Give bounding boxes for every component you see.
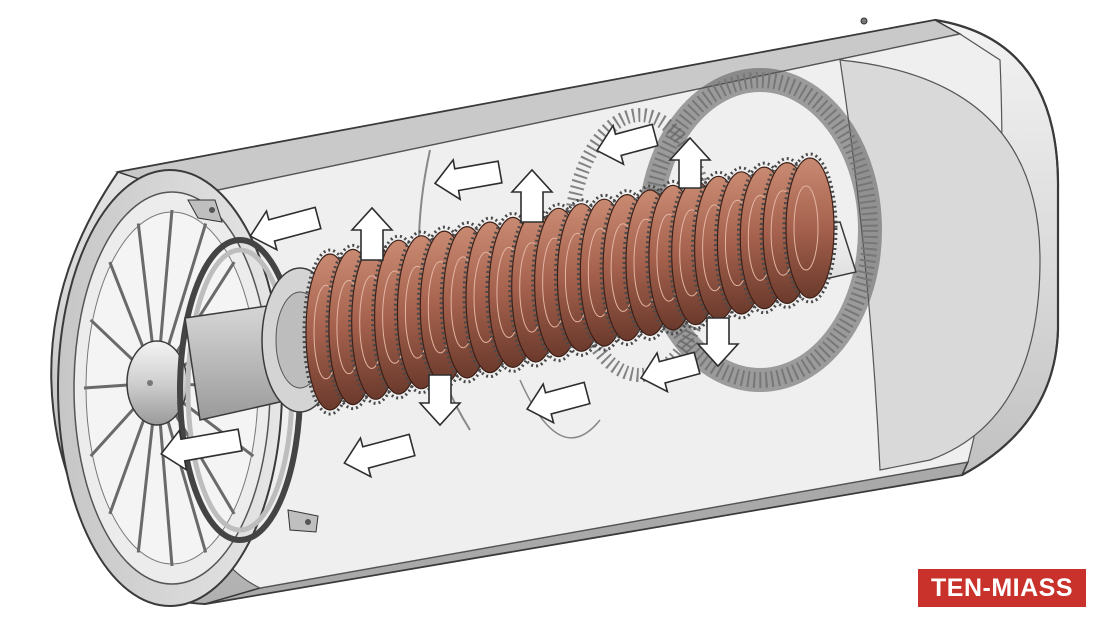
end-fan [57, 169, 319, 607]
airflow-arrow [639, 351, 701, 394]
coil-disc [782, 152, 838, 304]
airflow-arrow [510, 168, 554, 223]
airflow-arrows [160, 123, 740, 479]
airflow-arrow [160, 428, 243, 472]
airflow-arrow [343, 433, 416, 479]
brand-badge: TEN-MIASS [918, 569, 1086, 607]
airflow-arrow [350, 206, 394, 261]
airflow-arrow [418, 374, 462, 427]
airflow-arrow [595, 123, 659, 166]
airflow-arrow [433, 158, 503, 201]
airflow-arrow [249, 206, 322, 252]
airflow-arrow [525, 381, 591, 425]
airflow-arrow [668, 136, 712, 189]
airflow-arrow [696, 317, 740, 368]
rotor-coil-stack [302, 152, 838, 416]
